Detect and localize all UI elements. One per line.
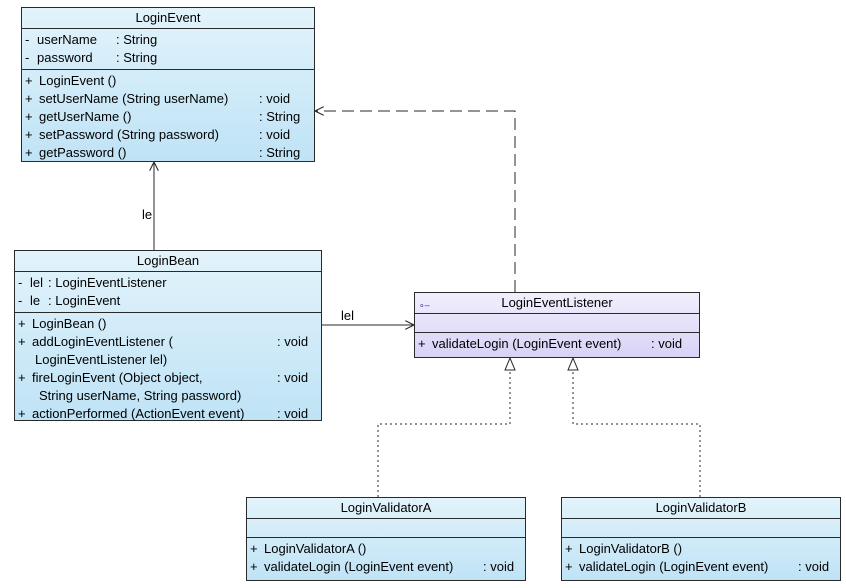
operation-row: + fireLoginEvent (Object object, : void [18,370,309,385]
attributes-section [415,313,699,332]
class-login-event[interactable]: LoginEvent - userName : String - passwor… [21,7,315,162]
attribute-row: - lel : LoginEventListener [18,275,167,290]
operation-row: + validateLogin (LoginEvent event) : voi… [418,336,683,351]
attribute-row: - le : LoginEvent [18,293,121,308]
attributes-section [562,518,840,537]
interface-icon: ∘– [419,300,430,310]
operation-row: + validateLogin (LoginEvent event) : voi… [250,559,515,574]
operations-section: + LoginEvent () + setUserName (String us… [22,69,314,164]
realization-arrowhead-a [504,356,516,371]
operation-row: LoginEventListener lel) [35,352,168,367]
operations-section: + LoginValidatorB () + validateLogin (Lo… [562,537,840,578]
attributes-section: - userName : String - password : String [22,28,314,69]
operation-row: + addLoginEventListener ( : void [18,334,309,349]
operations-section: + LoginBean () + addLoginEventListener (… [15,312,321,425]
interface-name: LoginEventListener [501,295,613,310]
operation-row: + LoginValidatorB () [565,541,683,556]
class-login-validator-b[interactable]: LoginValidatorB + LoginValidatorB () + v… [561,497,841,581]
attributes-section [247,518,525,537]
realization-arrowhead-b [567,356,579,371]
association-label-le: le [142,207,153,222]
class-name: LoginEvent [135,10,201,25]
operation-row: String userName, String password) [39,388,242,403]
operation-row: + LoginValidatorA () [250,541,367,556]
operation-row: + getUserName () : String [25,109,301,124]
class-name: LoginValidatorA [340,500,432,515]
class-name: LoginBean [136,253,200,268]
operations-section: + LoginValidatorA () + validateLogin (Lo… [247,537,525,578]
operations-section: + validateLogin (LoginEvent event) : voi… [415,332,699,355]
realization-validator-b [572,370,701,497]
operation-row: + setPassword (String password) : void [25,127,291,142]
operation-row: + actionPerformed (ActionEvent event) : … [18,406,309,421]
attribute-row: - userName : String [25,32,158,47]
class-name: ∘– LoginEventListener [415,293,699,313]
class-name: LoginValidatorB [655,500,747,515]
operation-row: + setUserName (String userName) : void [25,91,291,106]
operation-row: + validateLogin (LoginEvent event) : voi… [565,559,830,574]
operation-row: + getPassword () : String [25,145,301,160]
class-login-bean[interactable]: LoginBean - lel : LoginEventListener - l… [14,250,322,421]
attribute-row: - password : String [25,50,158,65]
operation-row: + LoginBean () [18,316,107,331]
association-label-lel: lel [341,308,355,323]
class-login-validator-a[interactable]: LoginValidatorA + LoginValidatorA () + v… [246,497,526,581]
realization-validator-a [377,370,511,497]
operation-row: + LoginEvent () [25,73,117,88]
interface-login-event-listener[interactable]: ∘– LoginEventListener + validateLogin (L… [414,292,700,358]
attributes-section: - lel : LoginEventListener - le : LoginE… [15,271,321,312]
dependency-listener-event [315,111,516,292]
